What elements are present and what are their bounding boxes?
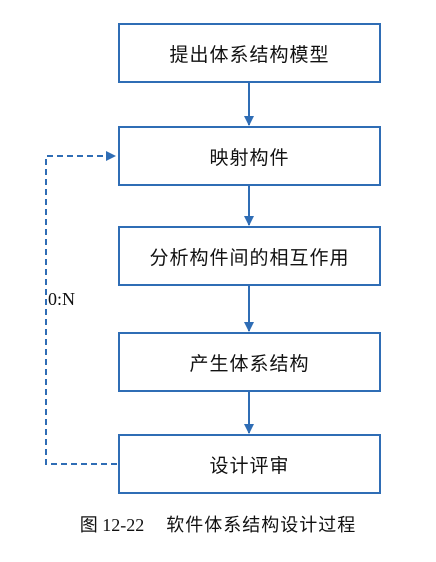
step-analyze-component-interactions: 分析构件间的相互作用	[118, 226, 381, 286]
step-label: 提出体系结构模型	[169, 43, 330, 66]
step-label: 映射构件	[209, 146, 290, 169]
step-map-components: 映射构件	[118, 126, 381, 186]
figure-title: 软件体系结构设计过程	[166, 515, 357, 536]
figure-number: 图 12-22	[79, 515, 145, 535]
figure-caption: 图 12-22 软件体系结构设计过程	[0, 511, 436, 537]
step-generate-architecture: 产生体系结构	[118, 332, 381, 392]
step-label: 分析构件间的相互作用	[149, 246, 350, 269]
step-label: 设计评审	[209, 454, 290, 477]
step-design-review: 设计评审	[118, 434, 381, 494]
feedback-loop-arrow	[45, 151, 117, 465]
step-label: 产生体系结构	[189, 352, 310, 375]
step-propose-architecture-model: 提出体系结构模型	[118, 23, 381, 83]
feedback-loop-label: 0:N	[48, 289, 75, 309]
